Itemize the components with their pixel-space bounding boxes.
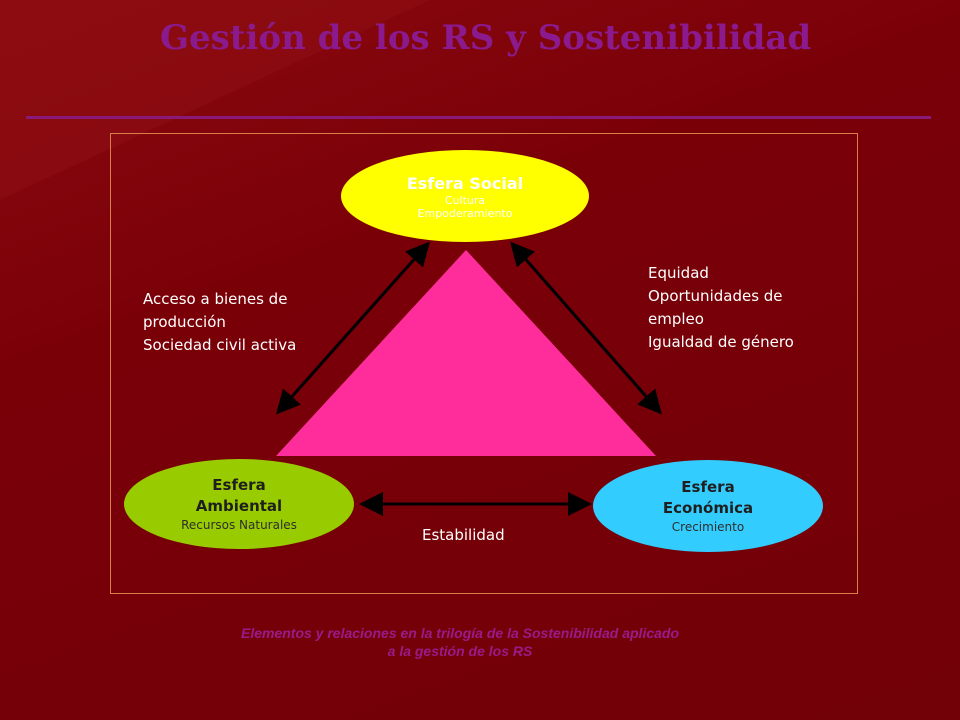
environmental-sphere: Esfera Ambiental Recursos Naturales [124, 459, 354, 549]
figure-caption: Elementos y relaciones en la trilogía de… [140, 624, 780, 660]
relation-text: Igualdad de género [648, 333, 794, 351]
relation-text: Sociedad civil activa [143, 336, 297, 354]
relation-text: producción [143, 313, 226, 331]
social-sphere-shape [341, 150, 589, 242]
relation-environmental-economic: Estabilidad [422, 526, 505, 544]
economic-sphere-shape [593, 460, 823, 552]
social-sphere-name: Esfera Social [406, 173, 524, 193]
caption-line-2: a la gestión de los RS [387, 643, 533, 659]
social-sphere-culture: Cultura [444, 193, 486, 207]
relation-text: Acceso a bienes de [143, 290, 288, 308]
caption-line-1: Elementos y relaciones en la trilogía de… [240, 625, 680, 641]
diagram-frame [110, 133, 858, 594]
arrow-social-environmental [276, 241, 430, 415]
relation-social-environmental: Acceso a bienes de producción Sociedad c… [143, 288, 296, 357]
social-sphere-empowerment: Empoderamiento [417, 206, 513, 220]
environmental-sphere-shape [124, 459, 354, 549]
environmental-sphere-name-2: Ambiental [195, 497, 283, 515]
relation-text: empleo [648, 310, 704, 328]
title-underline [26, 116, 931, 119]
economic-sphere-name-2: Económica [662, 499, 754, 517]
economic-sphere: Esfera Económica Crecimiento [593, 460, 823, 552]
economic-sphere-growth: Crecimiento [671, 520, 745, 534]
social-sphere: Esfera Social Cultura Empoderamiento [341, 150, 589, 242]
arrow-social-economic [510, 241, 662, 415]
relation-social-economic: Equidad Oportunidades de empleo Igualdad… [648, 262, 794, 354]
environmental-sphere-resources: Recursos Naturales [181, 518, 297, 532]
slide-title: Gestión de los RS y Sostenibilidad [160, 18, 812, 58]
economic-sphere-name-1: Esfera [681, 478, 735, 496]
relation-text: Oportunidades de [648, 287, 783, 305]
sustainability-triangle [276, 250, 656, 456]
relation-text: Equidad [648, 264, 709, 282]
environmental-sphere-name-1: Esfera [212, 476, 266, 494]
